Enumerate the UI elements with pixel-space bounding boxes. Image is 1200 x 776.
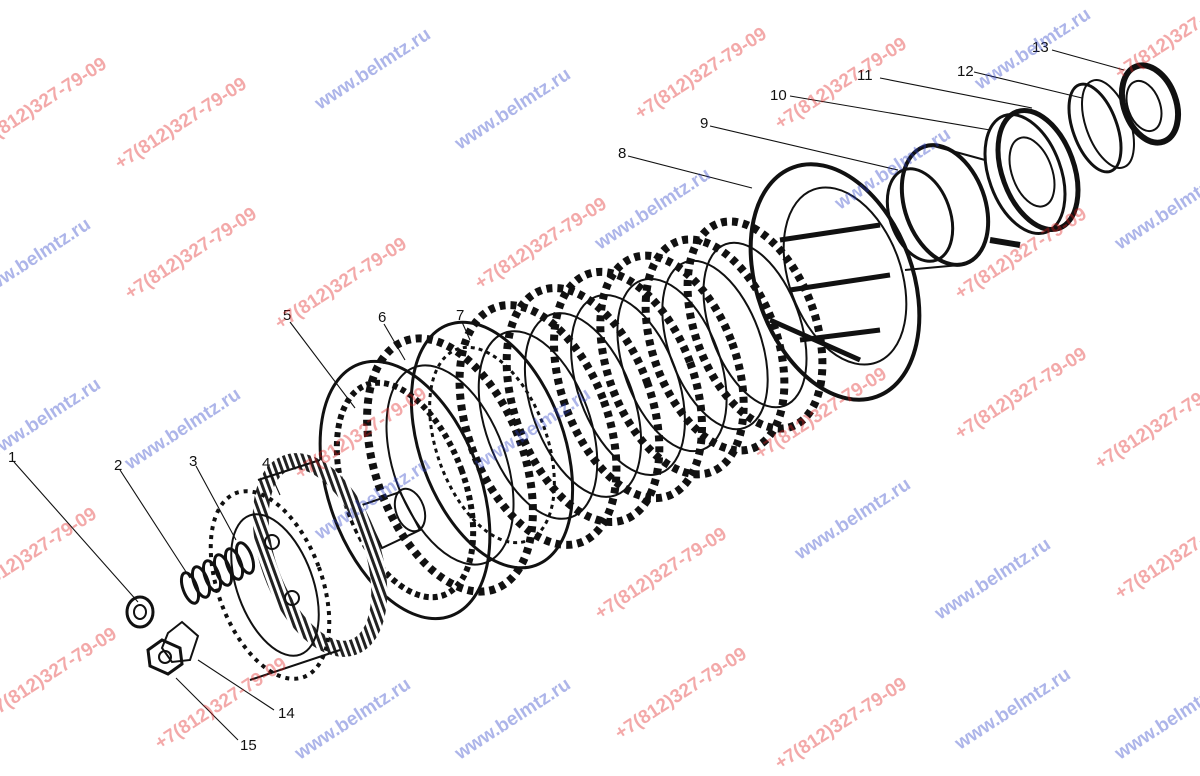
part-1-bushing: [125, 595, 155, 629]
part-5-toothed-disk: [318, 359, 492, 621]
watermark-phone-29: +7(812)327-79-09: [0, 623, 121, 724]
watermark-phone-28: +7(812)327-79-09: [1111, 503, 1200, 604]
leader-line-10: [789, 95, 991, 131]
callout-label-13: 13: [1032, 39, 1049, 56]
watermark-phone-20: +7(812)327-79-09: [751, 363, 890, 464]
watermark-site-17: www.belmtz.ru: [120, 384, 244, 475]
watermark-site-27: www.belmtz.ru: [930, 534, 1054, 625]
part-12-snap-ring: [1067, 79, 1135, 174]
part-2-spring: [179, 541, 256, 605]
watermark-site-3: www.belmtz.ru: [450, 64, 574, 155]
leader-line-1: [13, 461, 139, 603]
watermark-phone-1: +7(812)327-79-09: [111, 73, 250, 174]
callout-label-14: 14: [278, 705, 295, 722]
leader-lines: [13, 49, 1125, 741]
watermark-site-36: www.belmtz.ru: [1110, 674, 1200, 765]
part-13-nut: [1118, 62, 1182, 146]
leader-line-9: [709, 125, 899, 171]
callout-label-8: 8: [618, 145, 626, 162]
callout-label-2: 2: [114, 457, 122, 474]
leader-line-14: [197, 659, 275, 711]
watermark-phone-5: +7(812)327-79-09: [771, 33, 910, 134]
leader-line-12: [973, 71, 1083, 99]
watermark-phone-25: +7(812)327-79-09: [591, 523, 730, 624]
part-disk-stack: [363, 217, 827, 596]
leader-line-7: [461, 321, 471, 341]
watermark-phone-9: +7(812)327-79-09: [121, 203, 260, 304]
leader-line-6: [383, 323, 406, 361]
leader-line-2: [119, 469, 191, 579]
watermark-site-32: www.belmtz.ru: [450, 674, 574, 765]
callout-label-5: 5: [283, 307, 291, 324]
watermark-site-15: www.belmtz.ru: [1110, 164, 1200, 255]
leader-line-13: [1051, 49, 1125, 71]
watermark-site-13: www.belmtz.ru: [830, 124, 954, 215]
watermark-site-2: www.belmtz.ru: [310, 24, 434, 115]
watermark-phone-10: +7(812)327-79-09: [271, 233, 410, 334]
part-8-pressure-plate: [748, 162, 922, 402]
watermark-site-35: www.belmtz.ru: [950, 664, 1074, 755]
callout-label-3: 3: [189, 453, 197, 470]
leader-line-8: [627, 155, 753, 189]
leader-line-4: [267, 467, 281, 496]
parts-layer: [125, 62, 1182, 681]
watermark-site-6: www.belmtz.ru: [970, 4, 1094, 95]
part-11-bearing: [983, 107, 1081, 236]
part-4-drum-gear: [208, 453, 388, 681]
callout-label-7: 7: [456, 307, 464, 324]
part-15-nut: [146, 638, 184, 676]
callout-label-9: 9: [700, 115, 708, 132]
callout-label-10: 10: [770, 87, 787, 104]
leader-line-15: [175, 677, 239, 741]
callout-label-1: 1: [8, 449, 16, 466]
callout-label-15: 15: [240, 737, 257, 754]
watermark-phone-11: +7(812)327-79-09: [471, 193, 610, 294]
watermark-phone-23: +7(812)327-79-09: [0, 503, 101, 604]
part-9-10-sleeve: [885, 143, 1021, 271]
callout-label-11: 11: [857, 67, 873, 84]
part-14-lock-washer: [160, 620, 200, 664]
callout-label-6: 6: [378, 309, 386, 326]
callout-label-12: 12: [957, 63, 974, 80]
watermark-site-31: www.belmtz.ru: [290, 674, 414, 765]
watermark-phone-30: +7(812)327-79-09: [151, 653, 290, 754]
watermark-phone-21: +7(812)327-79-09: [951, 343, 1090, 444]
leader-line-3: [195, 465, 237, 541]
watermark-phone-33: +7(812)327-79-09: [611, 643, 750, 744]
watermark-site-26: www.belmtz.ru: [790, 474, 914, 565]
leader-line-5: [289, 321, 356, 409]
callout-label-4: 4: [262, 455, 270, 472]
watermark-site-8: www.belmtz.ru: [0, 214, 95, 305]
watermark-phone-34: +7(812)327-79-09: [771, 673, 910, 774]
watermark-phone-22: +7(812)327-79-09: [1091, 373, 1200, 474]
watermark-phone-14: +7(812)327-79-09: [951, 203, 1090, 304]
watermark-phone-0: +7(812)327-79-09: [0, 53, 111, 154]
leader-line-11: [879, 77, 1033, 109]
watermark-phone-4: +7(812)327-79-09: [631, 23, 770, 124]
